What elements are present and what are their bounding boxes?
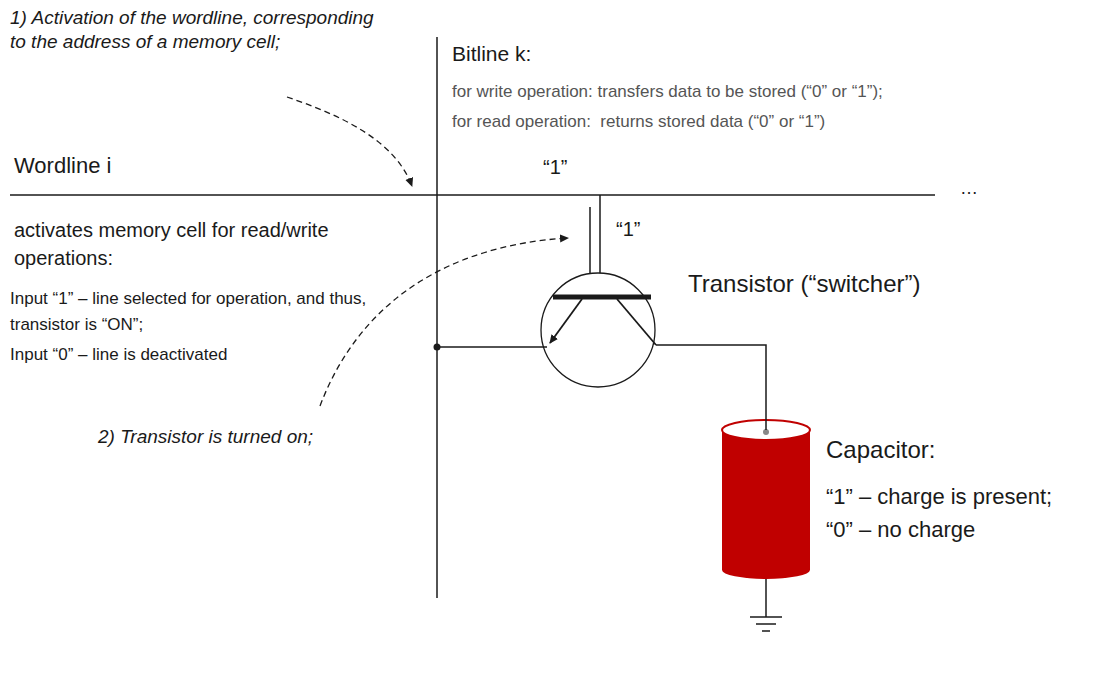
bitline-wire: [437, 346, 547, 348]
bitline-note: for read operation: returns stored data …: [452, 112, 825, 132]
leader-line: [287, 97, 412, 186]
wordline-note: Input “1” – line selected for operation,…: [10, 286, 430, 338]
collector-lead: [617, 299, 656, 345]
wire: [656, 345, 766, 430]
capacitor-body: [722, 430, 810, 570]
capacitor-bottom: [722, 561, 810, 579]
ground-symbol: [750, 616, 782, 618]
ellipsis: …: [960, 178, 978, 199]
ground-symbol: [756, 623, 776, 625]
callout-note: 2) Transistor is turned on;: [98, 426, 313, 448]
ground-symbol: [762, 630, 770, 632]
signal-value: “1”: [616, 218, 640, 241]
callout-note: 1) Activation of the wordline, correspon…: [10, 6, 375, 54]
bitline-note: for write operation: transfers data to b…: [452, 82, 883, 102]
transistor-circle: [541, 273, 655, 387]
node-note: “1” – charge is present;: [826, 484, 1052, 510]
transistor-node: Transistor (“switcher”): [540, 273, 656, 387]
bitline-label: Bitline k:: [452, 42, 531, 66]
emitter-lead: [550, 299, 582, 343]
junction-dot: [434, 344, 441, 351]
leader-line: [320, 238, 568, 406]
wordline-label: Wordline i: [14, 153, 111, 179]
ground-wire: [765, 579, 767, 617]
bitline: [436, 37, 438, 598]
wordline-note: Input “0” – line is deactivated: [10, 345, 227, 365]
signal-value: “1”: [543, 156, 567, 179]
wordline: [10, 194, 935, 196]
wordline-note: activates memory cell for read/write ope…: [14, 216, 344, 272]
gate-bar: [553, 295, 651, 300]
capacitor-node: Capacitor:“1” – charge is present;“0” – …: [722, 420, 810, 580]
node-title: Transistor (“switcher”): [688, 270, 920, 298]
node-title: Capacitor:: [826, 436, 935, 464]
node-note: “0” – no charge: [826, 517, 975, 543]
